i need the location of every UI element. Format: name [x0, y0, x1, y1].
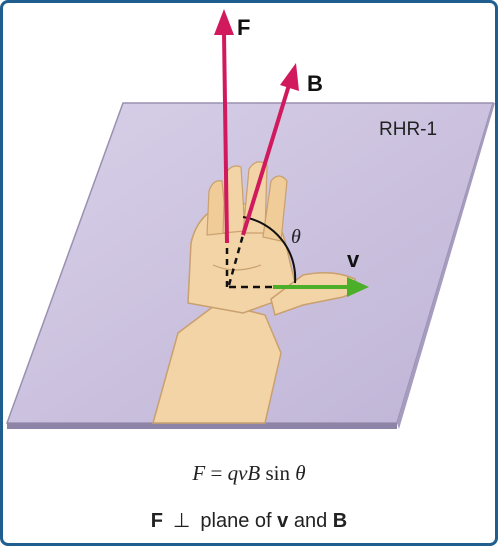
- force-label: F: [237, 15, 250, 40]
- rhr-diagram: F B v θ RHR-1: [5, 9, 495, 429]
- force-arrow-shaft: [222, 32, 229, 244]
- dash-field: [227, 234, 245, 286]
- plane-edge-right: [397, 103, 495, 429]
- rule-name-label: RHR-1: [379, 119, 437, 140]
- force-arrow-head: [214, 9, 234, 35]
- theta-label: θ: [291, 226, 301, 248]
- field-arrow-shaft: [241, 84, 291, 236]
- velocity-label: v: [347, 247, 360, 272]
- right-hand: [152, 161, 357, 424]
- force-formula: F = qvB sin θ: [192, 461, 306, 485]
- perpendicular-symbol: ⊥: [172, 508, 191, 532]
- velocity-arrow-head: [347, 277, 369, 297]
- field-label: B: [307, 71, 323, 96]
- perpendicular-statement: F⊥plane of v and B: [150, 508, 348, 532]
- plane-edge-bottom: [7, 423, 397, 429]
- field-arrow-head: [280, 63, 299, 91]
- theta-arc: [242, 216, 297, 284]
